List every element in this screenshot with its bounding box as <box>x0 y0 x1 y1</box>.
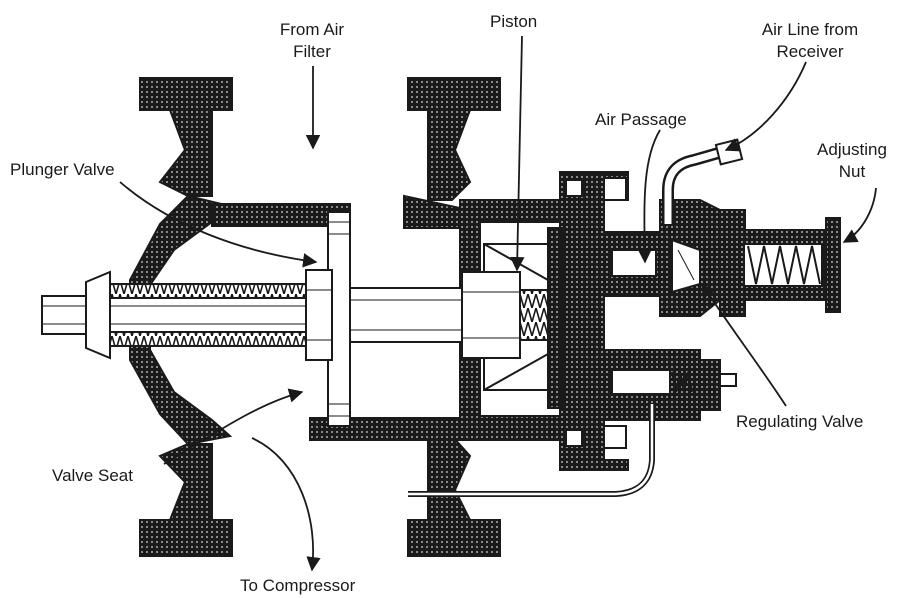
arrow-to-compressor <box>251 437 321 572</box>
label-piston: Piston <box>490 12 538 31</box>
bolts <box>565 177 627 449</box>
arrow-air-line <box>724 61 807 152</box>
label-adjusting-nut-line1: Adjusting <box>817 140 887 159</box>
arrow-regulating-valve <box>701 282 787 407</box>
label-air-passage: Air Passage <box>595 110 687 129</box>
label-valve-seat: Valve Seat <box>52 466 133 485</box>
lower-control-valve <box>611 369 737 395</box>
label-plunger-valve: Plunger Valve <box>10 160 115 179</box>
arrow-air-passage <box>637 129 661 264</box>
label-from-air-filter-line2: Filter <box>293 42 331 61</box>
valve-stem <box>41 269 549 361</box>
arrow-plunger-valve <box>119 181 318 268</box>
label-regulating-valve: Regulating Valve <box>736 412 864 431</box>
arrow-adjusting-nut <box>842 187 877 243</box>
arrow-valve-seat <box>163 388 304 465</box>
air-line-pipe <box>662 138 744 224</box>
arrow-piston <box>510 35 525 272</box>
valve-body <box>129 77 827 557</box>
adjusting-nut <box>825 217 841 313</box>
leader-arrows <box>119 35 877 572</box>
label-to-compressor: To Compressor <box>240 576 356 595</box>
label-adjusting-nut-line2: Nut <box>838 162 866 181</box>
label-from-air-filter-line1: From Air <box>279 20 345 39</box>
label-air-line-line1: Air Line from <box>761 20 859 39</box>
label-air-line-line2: Receiver <box>776 42 844 61</box>
regulating-valve <box>611 238 823 294</box>
